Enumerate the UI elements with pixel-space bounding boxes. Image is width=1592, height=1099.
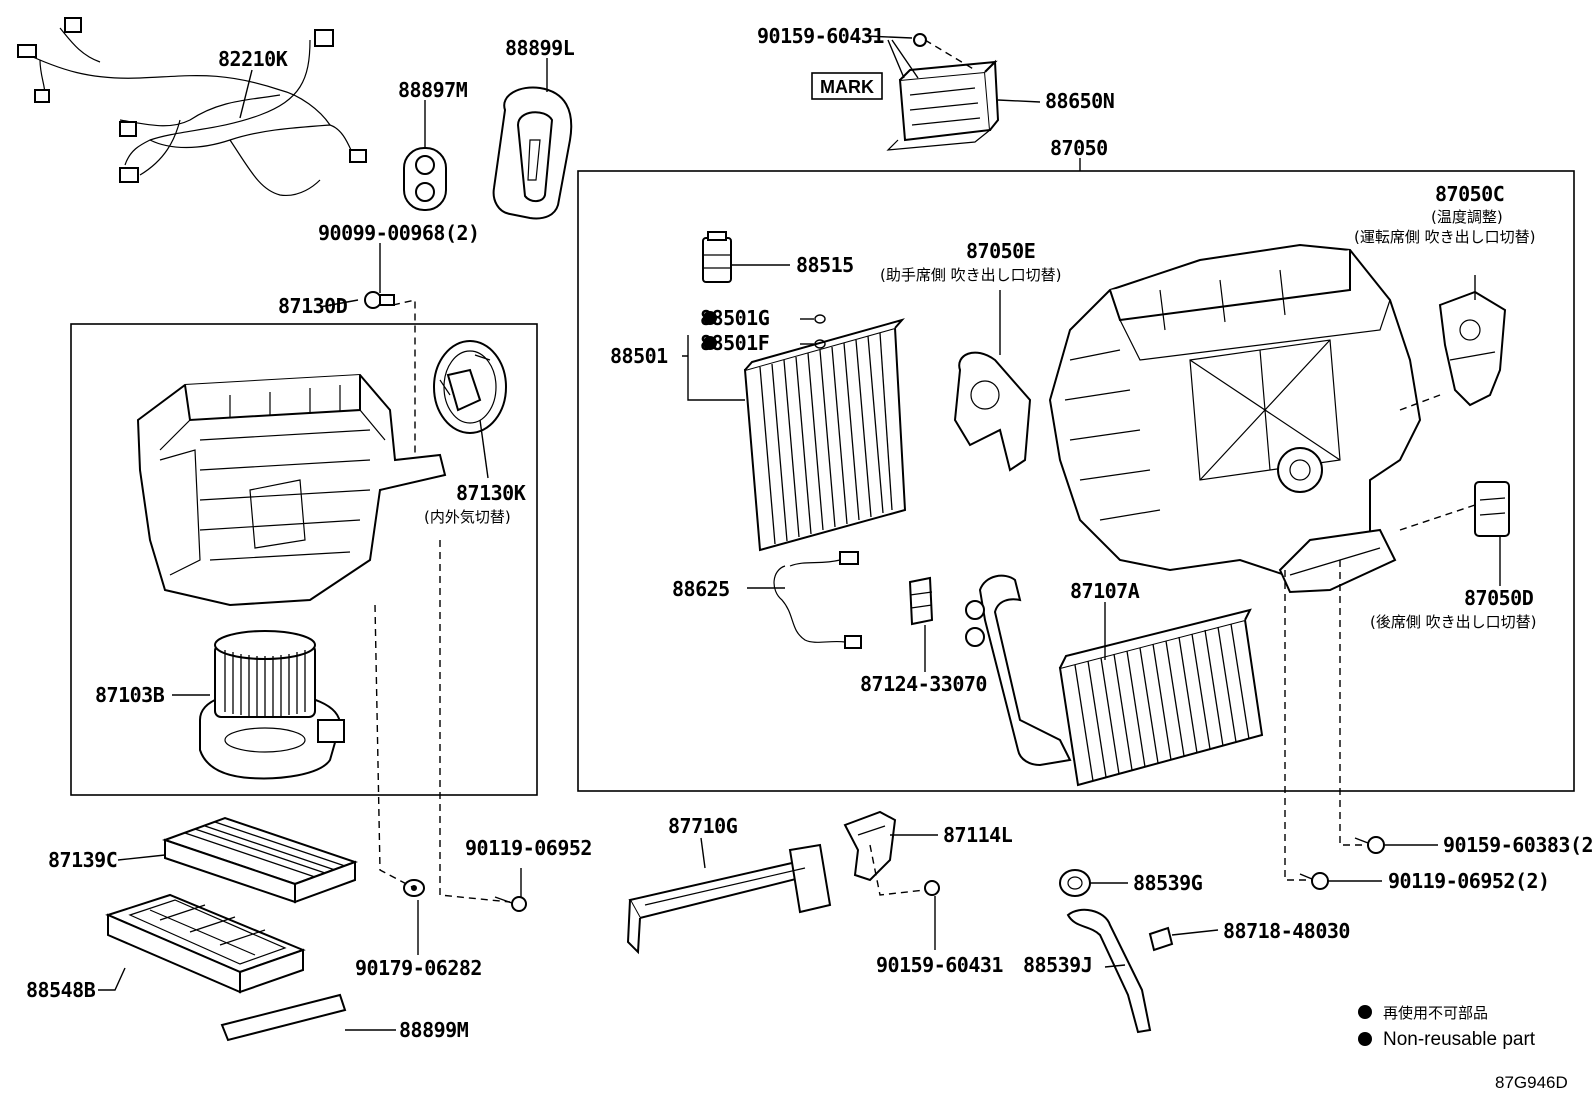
label-87103B: 87103B (95, 683, 165, 707)
label-88539J: 88539J (1023, 953, 1092, 977)
label-90159-60431-top: 90159-60431 (757, 24, 884, 48)
grommet-88539G[interactable] (1059, 869, 1091, 897)
screw-90099-00968[interactable] (364, 291, 395, 309)
note-87050D: (後席側 吹き出し口切替) (1370, 613, 1536, 631)
actuator-87050C[interactable] (1438, 290, 1507, 407)
note-87050C-1: (温度調整) (1431, 208, 1503, 226)
leader-lines (98, 35, 1501, 1031)
label-87107A: 87107A (1070, 579, 1140, 603)
grommet-88897M[interactable] (403, 147, 447, 211)
actuator-87050E[interactable] (953, 351, 1032, 472)
label-88899M: 88899M (399, 1018, 469, 1042)
illustration-code: 87G946D (1495, 1073, 1568, 1092)
alignment-lines (374, 39, 1476, 903)
label-87130K: 87130K (456, 481, 526, 505)
note-87050E: (助手席側 吹き出し口切替) (880, 266, 1061, 284)
connector-88718-48030[interactable] (1148, 926, 1174, 952)
part-labels: 82210K 88897M 88899L 90099-00968(2) 8713… (26, 24, 1592, 1042)
seal-88899L[interactable] (492, 86, 573, 220)
legend: 再使用不可部品 Non-reusable part (1358, 1004, 1536, 1050)
screw-90119-06952-2[interactable] (1299, 872, 1329, 890)
label-88501: 88501 (610, 344, 668, 368)
hvac-unit-87050[interactable] (1048, 243, 1422, 594)
label-87050D: 87050D (1464, 586, 1534, 610)
label-90119-06952: 90119-06952 (465, 836, 592, 860)
heater-unit-frame (577, 170, 1575, 792)
screw-90119-06952[interactable] (494, 896, 527, 912)
note-87050C-2: (運転席側 吹き出し口切替) (1354, 228, 1535, 246)
wire-harness-82210K[interactable] (17, 17, 367, 197)
label-88625: 88625 (672, 577, 730, 601)
expansion-valve-88515[interactable] (702, 231, 732, 283)
drain-hose-88539J[interactable] (1066, 908, 1152, 1034)
label-87114L: 87114L (943, 823, 1013, 847)
label-90119-06952-2: 90119-06952(2) (1388, 869, 1550, 893)
label-90159-60383: 90159-60383(2) (1443, 833, 1592, 857)
label-87130D: 87130D (278, 294, 348, 318)
sensor-88625[interactable] (773, 551, 862, 649)
label-87710G: 87710G (668, 814, 738, 838)
label-88899L: 88899L (505, 36, 575, 60)
label-90099-00968: 90099-00968(2) (318, 221, 480, 245)
blower-assembly-frame (70, 323, 538, 796)
label-87124-33070: 87124-33070 (860, 672, 987, 696)
label-87139C: 87139C (48, 848, 117, 872)
label-90159-60431-bottom: 90159-60431 (876, 953, 1003, 977)
filter-frame-88548B[interactable] (105, 893, 306, 994)
label-88897M: 88897M (398, 78, 468, 102)
legend-en: Non-reusable part (1383, 1029, 1536, 1050)
actuator-87050D[interactable] (1474, 481, 1510, 537)
legend-jp: 再使用不可部品 (1383, 1004, 1488, 1022)
label-90179-06282: 90179-06282 (355, 956, 482, 980)
evaporator-88501[interactable] (743, 318, 907, 552)
heater-core-87107A[interactable] (965, 574, 1264, 787)
screw-90159-60431-bottom[interactable] (924, 880, 940, 896)
label-87050C: 87050C (1435, 182, 1504, 206)
label-87050: 87050 (1050, 136, 1108, 160)
non-reusable-markers (703, 311, 826, 350)
control-module-88650N[interactable] (886, 33, 1000, 151)
label-88650N: 88650N (1045, 89, 1114, 113)
mark-box: MARK (811, 72, 883, 100)
air-filter-87139C[interactable] (161, 816, 359, 904)
actuator-87130K[interactable] (433, 340, 507, 434)
blower-case-87130D[interactable] (136, 373, 447, 607)
label-88548B: 88548B (26, 978, 96, 1002)
seal-strip-88899M[interactable] (220, 993, 347, 1042)
label-82210K: 82210K (218, 47, 288, 71)
label-88539G: 88539G (1133, 871, 1203, 895)
label-88515: 88515 (796, 253, 854, 277)
blower-motor-87103B[interactable] (199, 630, 345, 780)
label-88718-48030: 88718-48030 (1223, 919, 1350, 943)
note-87130K: (内外気切替) (424, 508, 511, 526)
heater-87710G[interactable] (626, 843, 832, 955)
clamp-87124-33070[interactable] (908, 576, 934, 626)
label-87050E: 87050E (966, 239, 1035, 263)
mark-label: MARK (820, 77, 874, 97)
